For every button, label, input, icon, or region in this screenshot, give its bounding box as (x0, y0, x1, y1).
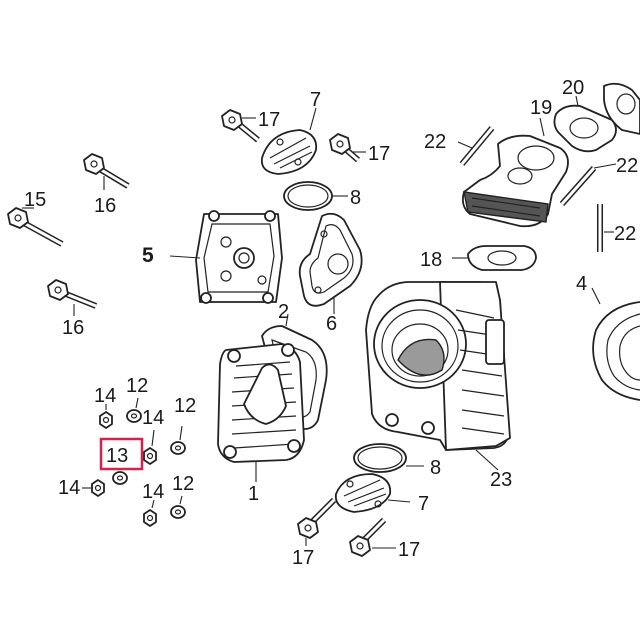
label-2: 2 (278, 301, 289, 323)
label-16-upper: 16 (94, 195, 116, 217)
bolt-15 (7, 207, 64, 247)
bolt-16-lower (47, 279, 98, 316)
label-8-top: 8 (350, 187, 361, 209)
label-17-top-right: 17 (368, 143, 390, 165)
bolt-17-bottom-right (349, 517, 396, 557)
o-ring-8-bottom (353, 443, 424, 473)
label-18: 18 (420, 249, 442, 271)
washer-12b (170, 425, 186, 455)
washer-12a (126, 397, 142, 423)
gasket-20 (553, 95, 617, 153)
label-14c: 14 (58, 477, 80, 499)
label-17-bottom-right: 17 (398, 539, 420, 561)
gasket-6 (298, 212, 363, 314)
stud-22-left (457, 126, 495, 166)
cylinder-block-23 (365, 281, 511, 471)
label-13: 13 (106, 445, 128, 467)
label-12b: 12 (174, 395, 196, 417)
label-8-bottom: 8 (430, 457, 441, 479)
bolt-16-upper (83, 153, 130, 190)
stud-22-vertical (597, 204, 614, 252)
nut-14c (82, 479, 105, 497)
head-cover-5 (169, 210, 283, 304)
label-1: 1 (248, 483, 259, 505)
label-12a: 12 (126, 375, 148, 397)
label-22-vertical: 22 (614, 223, 636, 245)
cylinder-head-1 (217, 343, 305, 482)
label-19: 19 (530, 97, 552, 119)
label-7-top: 7 (310, 89, 321, 111)
bolt-17-top-right (329, 133, 366, 163)
label-22-left: 22 (424, 131, 446, 153)
o-ring-8-top (283, 181, 348, 211)
flange-top-right (603, 82, 640, 135)
label-17-bottom-left: 17 (292, 547, 314, 569)
label-12c: 12 (172, 473, 194, 495)
gasket-18 (452, 245, 537, 271)
label-22-right: 22 (616, 155, 638, 177)
washer-13 (112, 471, 128, 485)
label-14b: 14 (142, 407, 164, 429)
label-20: 20 (562, 77, 584, 99)
stud-22-middle (559, 163, 617, 206)
label-4: 4 (576, 273, 587, 295)
label-5: 5 (142, 244, 154, 267)
breather-cover-7-bottom (334, 473, 411, 513)
nut-14d (143, 499, 157, 527)
label-14a: 14 (94, 385, 116, 407)
bolt-17-bottom-left (297, 497, 337, 546)
label-15: 15 (24, 189, 46, 211)
intake-manifold-19 (461, 117, 569, 228)
nut-14a (99, 404, 113, 429)
label-6: 6 (326, 313, 337, 335)
bolt-17-top-left (221, 109, 260, 143)
part-4-right-edge (591, 287, 640, 401)
label-16-lower: 16 (62, 317, 84, 339)
label-14d: 14 (142, 481, 164, 503)
nut-14b (143, 429, 157, 465)
washer-12c (170, 495, 186, 519)
label-23: 23 (490, 469, 512, 491)
label-7-bottom: 7 (418, 493, 429, 515)
label-17-top-left: 17 (258, 109, 280, 131)
highlight-box (99, 437, 144, 471)
breather-cover-7-top (260, 107, 318, 175)
